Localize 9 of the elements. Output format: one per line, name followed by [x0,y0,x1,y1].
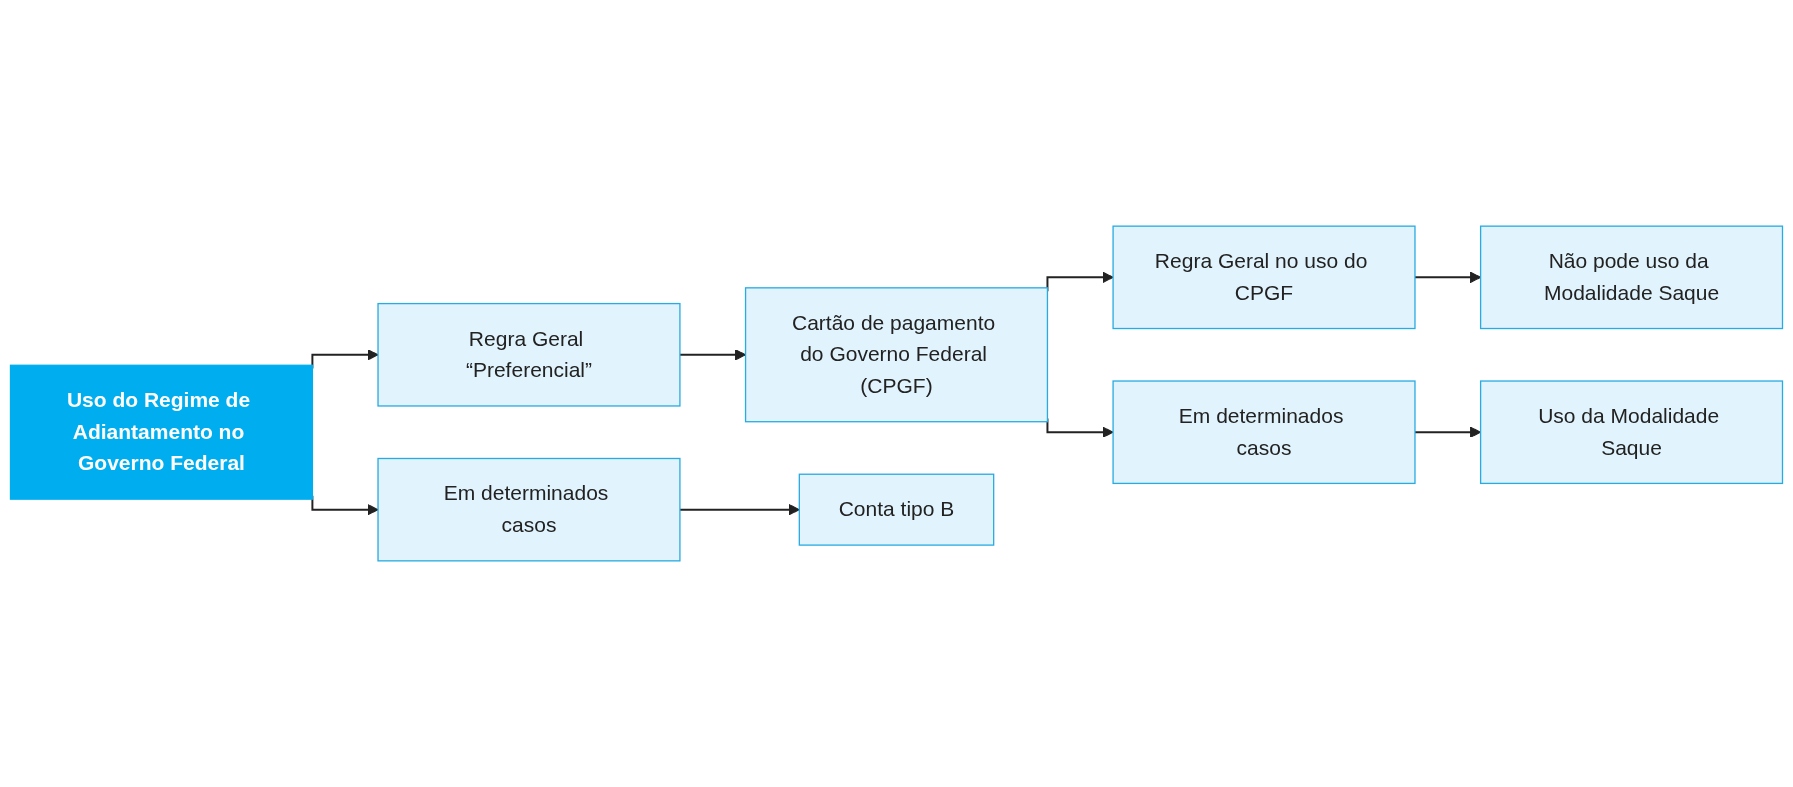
node-box: Em determinados casos [377,457,681,562]
node-box: Regra Geral “Preferencial” [377,302,681,407]
node-box: Cartão de pagamento do Governo Federal (CPGF) [744,287,1049,423]
node-box: Conta tipo B [798,473,995,546]
node-box: Não pode uso da Modalidade Saque [1479,225,1784,330]
node-box: Em determinados casos [1112,380,1416,485]
node-box: Uso da Modalidade Saque [1479,380,1784,485]
node-box: Regra Geral no uso do CPGF [1112,225,1416,330]
node-box: Uso do Regime de Adiantamento no Governo Federal [9,364,314,500]
